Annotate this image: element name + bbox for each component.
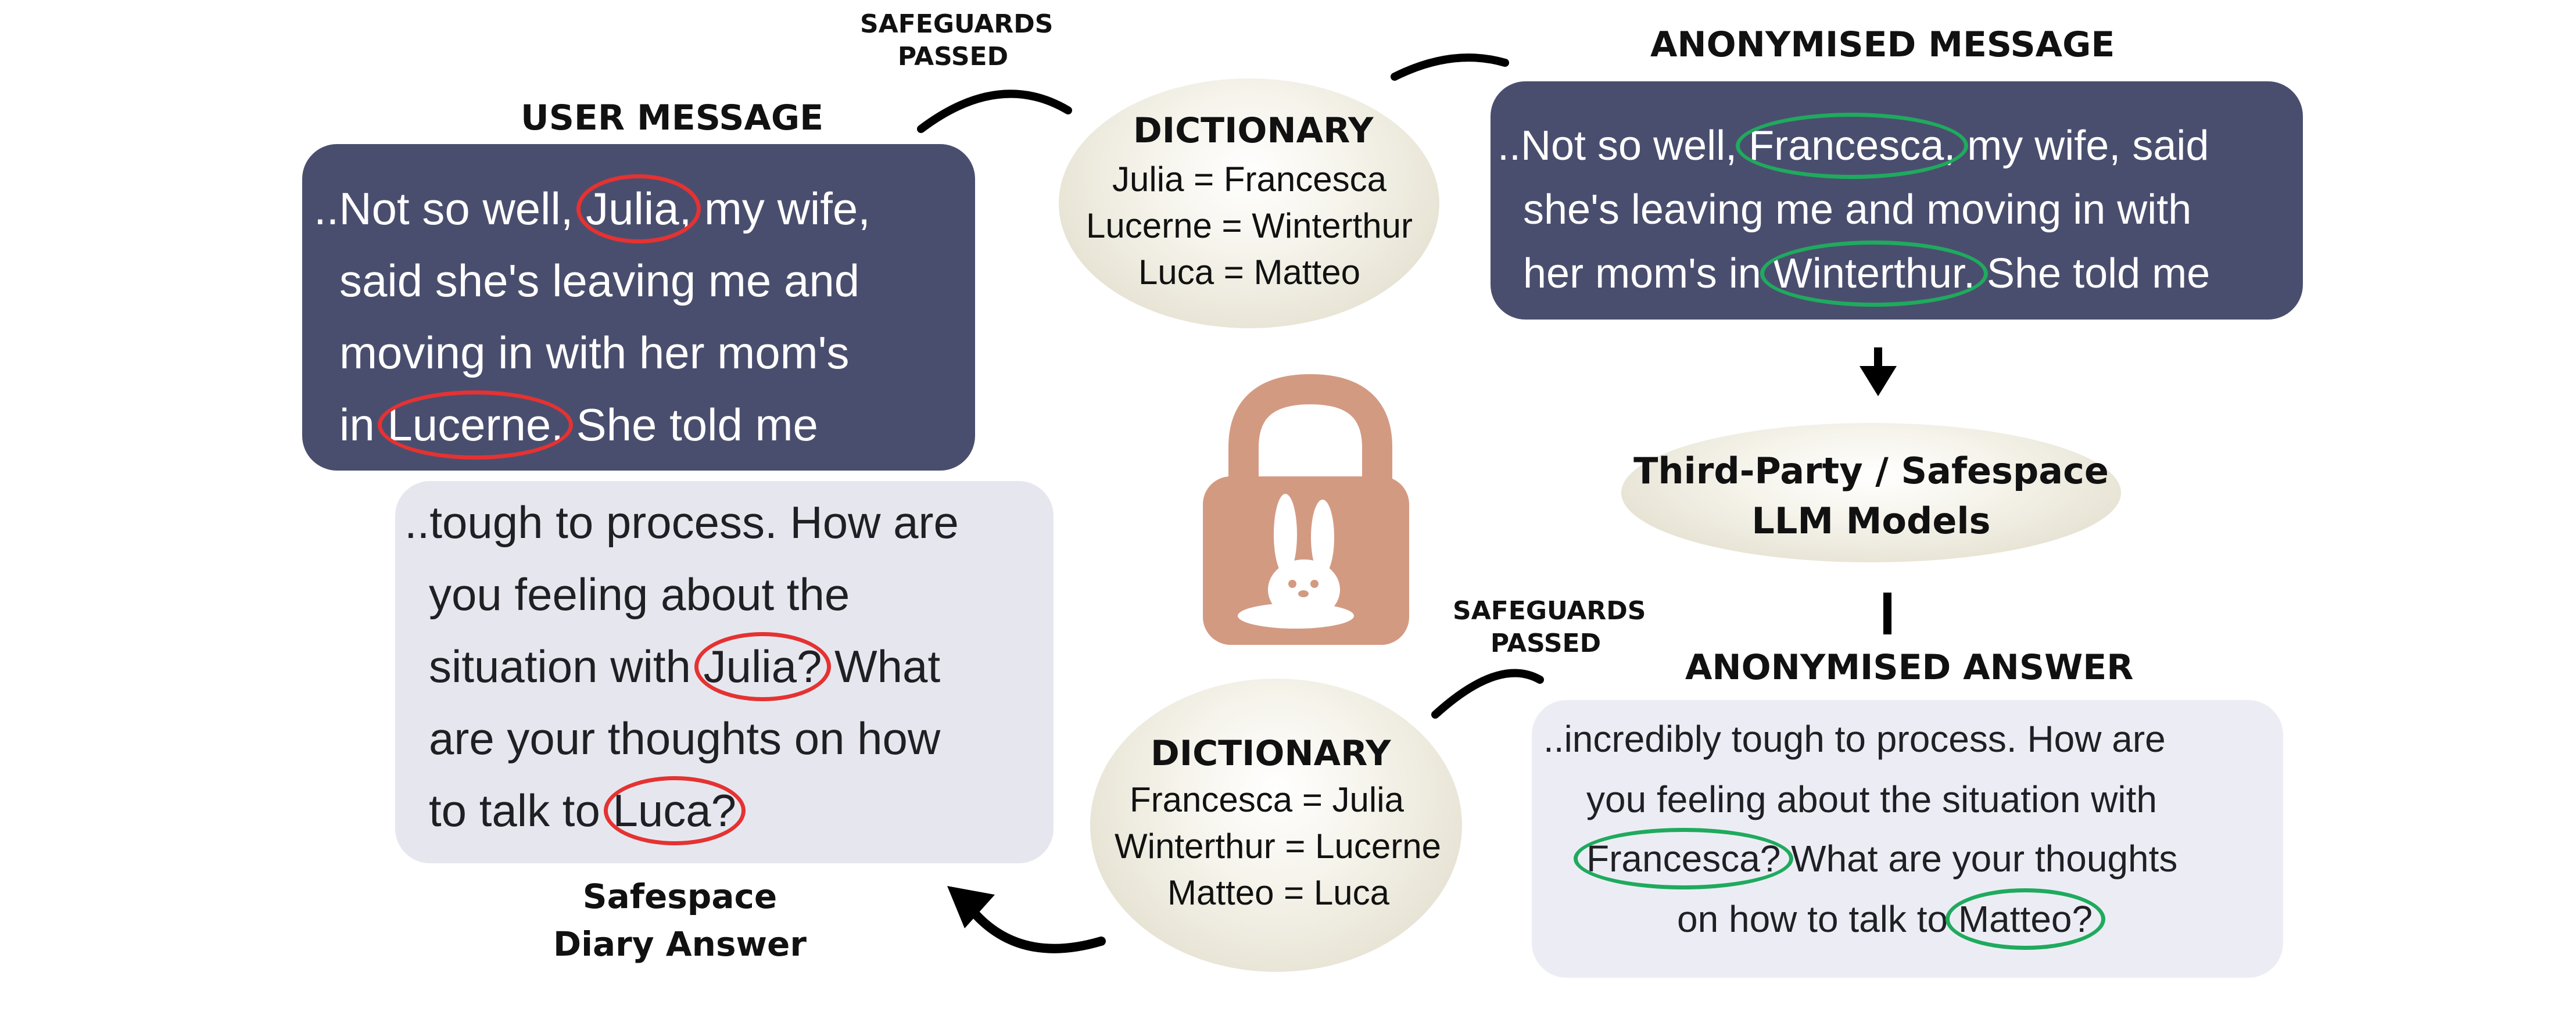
- user-message-line-1: ..Not so well, Julia, my wife,: [314, 174, 870, 243]
- anonymised-answer-bubble: ..incredibly tough to process. How are y…: [1532, 700, 2283, 978]
- diary-answer-bubble: ..tough to process. How are you feeling …: [395, 481, 1054, 863]
- anonymised-message-line-2: she's leaving me and moving in with: [1523, 186, 2192, 233]
- diary-answer-line-3: situation with Julia? What: [429, 632, 941, 701]
- arrow-curved-icon: [947, 886, 1106, 953]
- original-place-lucerne: Lucerne.: [378, 390, 573, 460]
- diary-answer-line-5: to talk to Luca?: [429, 776, 746, 845]
- anonymised-answer-title: ANONYMISED ANSWER: [1685, 647, 2134, 688]
- safeguards-bottom-label: SAFEGUARDS PASSED: [1453, 596, 1646, 658]
- user-message-bubble: ..Not so well, Julia, my wife, said she'…: [302, 144, 975, 471]
- dictionary-bottom-entry-3: Matteo = Luca: [1167, 873, 1389, 912]
- anonymised-message-line-1: ..Not so well, Francesca, my wife, said: [1497, 113, 2209, 179]
- dictionary-top: [1059, 78, 1439, 328]
- diary-answer-line-2: you feeling about the: [429, 569, 850, 620]
- dictionary-top-entry-1: Julia = Francesca: [1112, 160, 1386, 199]
- connector-arc-dictionary-to-anonymised: [1391, 53, 1509, 81]
- bunny-icon: [1238, 494, 1354, 629]
- anonymised-message-title: ANONYMISED MESSAGE: [1650, 24, 2115, 65]
- anonymised-answer-line-4: on how to talk to Matteo?: [1677, 888, 2106, 950]
- user-message-title: USER MESSAGE: [521, 98, 824, 138]
- pseudonym-francesca: Francesca,: [1736, 113, 1969, 179]
- pseudonym-francesca-answer: Francesca?: [1573, 828, 1794, 889]
- dictionary-top-title: DICTIONARY: [1133, 110, 1374, 151]
- diary-answer-title: Safespace Diary Answer: [553, 877, 807, 964]
- original-name-julia: Julia,: [576, 174, 701, 243]
- anonymised-answer-line-3: Francesca? What are your thoughts: [1573, 828, 2178, 889]
- connector-arc-answer-to-dictionary: [1431, 669, 1544, 719]
- dictionary-bottom-entry-1: Francesca = Julia: [1130, 780, 1404, 819]
- connector-arc-user-to-dictionary: [917, 89, 1072, 133]
- pseudonym-matteo: Matteo?: [1945, 888, 2106, 950]
- dictionary-top-entry-2: Lucerne = Winterthur: [1086, 206, 1413, 245]
- anonymised-answer-line-2: you feeling about the situation with: [1586, 778, 2157, 820]
- dictionary-bottom-entry-2: Winterthur = Lucerne: [1115, 827, 1441, 866]
- llm-models: [1621, 423, 2121, 562]
- user-message-line-4: in Lucerne. She told me: [339, 390, 818, 460]
- arrow-down-icon: [1860, 347, 1897, 396]
- user-message-line-3: moving in with her mom's: [339, 327, 850, 378]
- anonymised-message-line-3: her mom's in Winterthur. She told me: [1523, 241, 2210, 307]
- diary-answer-line-4: are your thoughts on how: [429, 713, 941, 764]
- dictionary-bottom: [1090, 679, 1462, 972]
- diary-answer-line-1: ..tough to process. How are: [404, 497, 959, 548]
- user-message-line-2: said she's leaving me and: [339, 255, 860, 306]
- dictionary-top-entry-3: Luca = Matteo: [1138, 253, 1360, 292]
- dictionary-bottom-title: DICTIONARY: [1151, 733, 1391, 774]
- restored-name-luca: Luca?: [603, 776, 746, 845]
- llm-models-line-1: Third-Party / Safespace: [1633, 450, 2109, 492]
- llm-models-line-2: LLM Models: [1751, 500, 1991, 542]
- restored-name-julia: Julia?: [694, 632, 832, 701]
- safeguards-top-label: SAFEGUARDS PASSED: [860, 9, 1054, 71]
- anonymised-answer-line-1: ..incredibly tough to process. How are: [1543, 718, 2166, 760]
- anonymised-message-bubble: ..Not so well, Francesca, my wife, said …: [1491, 81, 2303, 320]
- pseudonym-winterthur: Winterthur.: [1760, 241, 1989, 307]
